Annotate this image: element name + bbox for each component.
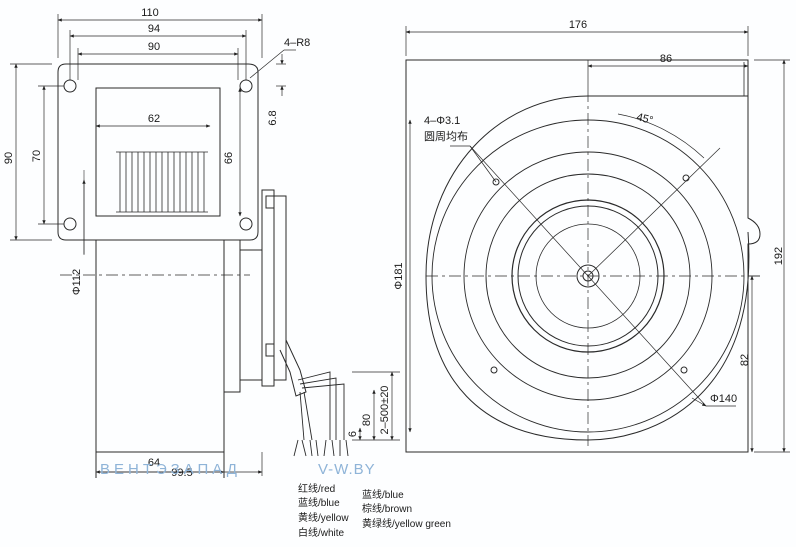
dim-66: 66 — [223, 152, 235, 164]
watermark: ВЕНТЭЗАПАД V-W.BY — [100, 461, 376, 478]
wire-left-4: 白线/white — [298, 526, 345, 539]
dim-192: 192 — [773, 247, 785, 265]
wire-left-3: 黄线/yellow — [298, 511, 349, 524]
dim-62: 62 — [148, 113, 160, 125]
side-dimensions — [10, 14, 400, 478]
wire-left-2: 蓝线/blue — [298, 496, 340, 509]
motor-plate — [261, 189, 275, 387]
mount-hole-3 — [490, 366, 498, 374]
dim-70: 70 — [31, 150, 43, 162]
dim-80: 80 — [361, 414, 373, 426]
impeller-fins — [116, 151, 208, 213]
dim-90-top: 90 — [148, 41, 160, 53]
dim-82: 82 — [739, 354, 751, 366]
mount-hole-4 — [680, 366, 688, 374]
dim-99-5: 99.5 — [171, 467, 192, 479]
mount-hole-bl — [63, 217, 77, 231]
dim-45: 45° — [635, 111, 654, 127]
mount-hole-tr — [239, 79, 253, 93]
dim-phi181: Φ181 — [393, 262, 405, 289]
dim-90-side: 90 — [3, 152, 15, 164]
dim-holes-cn: 圆周均布 — [424, 130, 468, 143]
dim-110: 110 — [141, 7, 159, 19]
front-dimensions — [405, 26, 790, 453]
mount-hole-tl — [63, 79, 77, 93]
dim-6: 6 — [347, 431, 359, 437]
dim-6-8: 6.8 — [267, 110, 279, 125]
housing-body — [95, 239, 225, 453]
dim-phi140: Φ140 — [710, 393, 737, 405]
watermark-text-1: ВЕНТЭЗАПАД — [100, 461, 241, 478]
wire-right-1: 蓝线/blue — [362, 488, 404, 501]
dim-phi112: Φ112 — [71, 269, 83, 295]
outlet-opening — [95, 87, 221, 217]
wire-right-2: 棕线/brown — [362, 502, 412, 515]
front-view — [405, 59, 761, 453]
mount-hole-1 — [492, 178, 500, 186]
wire-left-1: 红线/red — [298, 482, 335, 495]
dimension-labels: 110 94 90 4–R8 62 6.8 90 70 66 Φ112 64 9… — [3, 7, 785, 479]
watermark-text-2: V-W.BY — [318, 461, 376, 478]
lead-exit — [279, 339, 307, 397]
dim-lead-length: 2–500±20 — [379, 386, 391, 435]
mount-hole-2 — [682, 174, 690, 182]
mounting-flange — [57, 63, 259, 241]
dim-176: 176 — [569, 19, 587, 31]
dim-64: 64 — [148, 457, 160, 469]
dim-holes: 4–Φ3.1 — [424, 115, 460, 127]
wire-right-3: 黄绿线/yellow green — [362, 517, 451, 530]
lead-wires — [293, 371, 349, 457]
angle-arc — [617, 113, 705, 159]
dim-94: 94 — [148, 23, 160, 35]
dim-r8: 4–R8 — [284, 37, 310, 49]
side-view — [57, 63, 349, 478]
mount-hole-br — [239, 217, 253, 231]
dim-86: 86 — [660, 53, 672, 65]
wire-legend: 红线/red 蓝线/blue 黄线/yellow 白线/white 蓝线/blu… — [298, 482, 451, 539]
motor-side — [224, 239, 241, 393]
scroll-outline — [425, 95, 750, 441]
